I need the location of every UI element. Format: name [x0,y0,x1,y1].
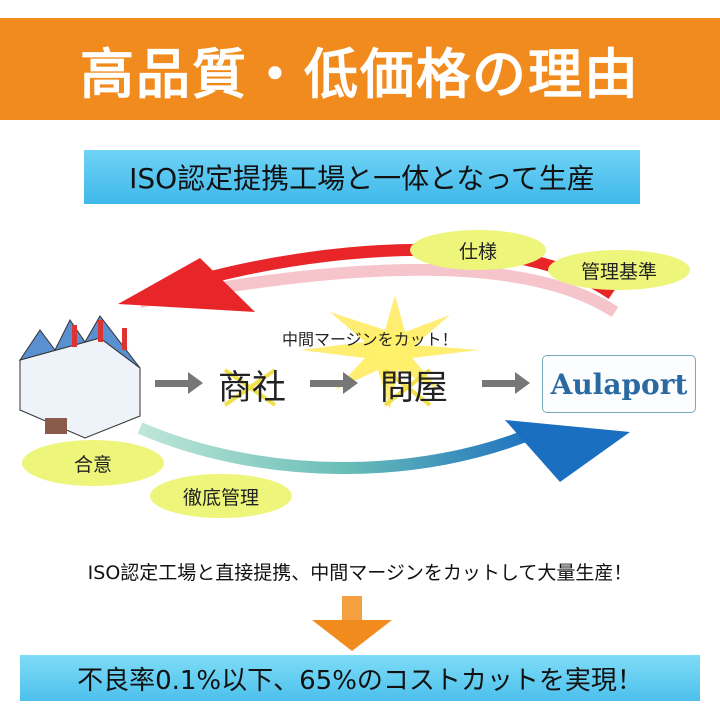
bubble-spec: 仕様 [410,230,546,270]
blue-arrowhead [505,420,630,482]
blue-forward-arrow [137,422,543,474]
factory-icon [18,315,141,439]
result-banner: 不良率0.1%以下、65%のコストカットを実現！ [20,655,700,701]
cross-marks [223,368,432,407]
header-banner: 高品質・低価格の理由 [0,18,720,120]
brand-logo: Aulaport [542,355,696,413]
down-arrow-icon [312,596,392,651]
bubble-thorough-management: 徹底管理 [150,474,292,518]
margin-cut-label: 中間マージンをカット！ [282,330,458,349]
description-text: ISO認定工場と直接提携、中間マージンをカットして大量生産！ [87,562,633,584]
page-title: 高品質・低価格の理由 [80,42,640,106]
gray-flow-arrows [155,372,530,394]
bubble-agreement: 合意 [22,440,164,486]
red-arrowhead [118,258,255,312]
bubble-management-standard: 管理基準 [548,250,690,290]
trading-company-label: 商社 [218,368,286,408]
subtitle-banner: ISO認定提携工場と一体となって生産 [84,150,640,204]
wholesaler-label: 問屋 [380,368,448,408]
